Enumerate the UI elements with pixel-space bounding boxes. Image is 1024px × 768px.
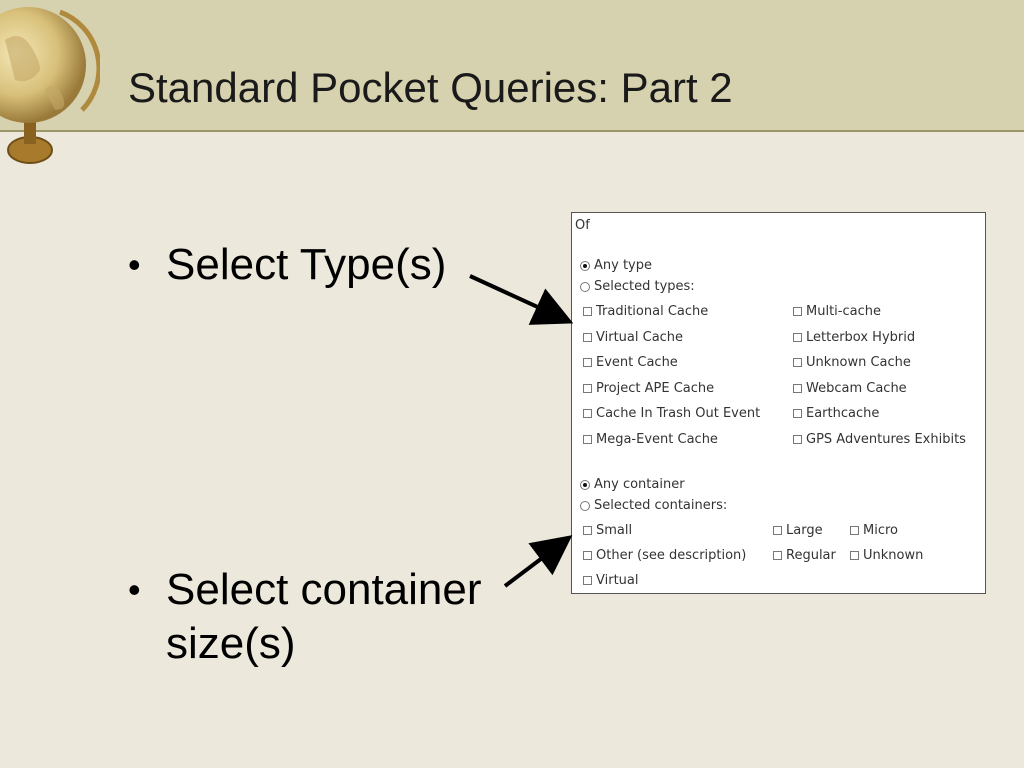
radio-icon[interactable] — [580, 260, 590, 271]
type-label: Webcam Cache — [806, 381, 907, 396]
container-label: Other (see description) — [596, 548, 747, 563]
radio-icon[interactable] — [580, 500, 590, 511]
container-checkbox[interactable]: Regular — [773, 548, 836, 563]
any-container-label: Any container — [594, 477, 685, 492]
container-label: Regular — [786, 548, 836, 563]
checkbox-icon[interactable] — [793, 358, 802, 367]
checkbox-icon[interactable] — [850, 551, 859, 560]
container-label: Small — [596, 523, 633, 538]
bullet-dot: • — [128, 569, 141, 610]
checkbox-icon[interactable] — [583, 358, 592, 367]
type-checkbox[interactable]: Unknown Cache — [793, 355, 911, 370]
bullet-dot: • — [128, 244, 141, 285]
type-label: Earthcache — [806, 406, 880, 421]
checkbox-icon[interactable] — [793, 409, 802, 418]
checkbox-icon[interactable] — [793, 307, 802, 316]
checkbox-icon[interactable] — [850, 526, 859, 535]
checkbox-icon[interactable] — [793, 333, 802, 342]
checkbox-icon[interactable] — [583, 384, 592, 393]
type-label: Traditional Cache — [596, 304, 709, 319]
checkbox-icon[interactable] — [583, 409, 592, 418]
form-header: Of — [575, 218, 590, 233]
container-label: Unknown — [863, 548, 924, 563]
type-checkbox[interactable]: Letterbox Hybrid — [793, 330, 915, 345]
checkbox-icon[interactable] — [583, 551, 592, 560]
arrow-icon — [469, 274, 574, 325]
type-checkbox[interactable]: Multi-cache — [793, 304, 881, 319]
type-label: Letterbox Hybrid — [806, 330, 916, 345]
globe-icon — [0, 7, 100, 164]
checkbox-icon[interactable] — [773, 551, 782, 560]
title-band — [0, 0, 1024, 132]
checkbox-icon[interactable] — [793, 435, 802, 444]
type-checkbox[interactable]: Project APE Cache — [583, 381, 714, 396]
type-checkbox[interactable]: GPS Adventures Exhibits — [793, 432, 966, 447]
type-label: GPS Adventures Exhibits — [806, 432, 966, 447]
container-label: Large — [786, 523, 823, 538]
type-checkbox[interactable]: Virtual Cache — [583, 330, 683, 345]
container-checkbox[interactable]: Unknown — [850, 548, 923, 563]
type-checkbox[interactable]: Earthcache — [793, 406, 879, 421]
slide-title: Standard Pocket Queries: Part 2 — [128, 64, 733, 111]
container-checkbox[interactable]: Virtual — [583, 573, 638, 588]
selected-containers-option[interactable]: Selected containers: — [580, 498, 727, 513]
type-label: Cache In Trash Out Event — [596, 406, 761, 421]
checkbox-icon[interactable] — [583, 333, 592, 342]
checkbox-icon[interactable] — [583, 435, 592, 444]
type-label: Unknown Cache — [806, 355, 911, 370]
any-container-option[interactable]: Any container — [580, 477, 685, 492]
any-type-option[interactable]: Any type — [580, 258, 652, 273]
query-form-screenshot: Of Any type Selected types: Traditional … — [571, 212, 986, 594]
bullet-text: Select container size(s) — [166, 565, 482, 668]
type-label: Project APE Cache — [596, 381, 715, 396]
container-checkbox[interactable]: Micro — [850, 523, 898, 538]
checkbox-icon[interactable] — [773, 526, 782, 535]
radio-icon[interactable] — [580, 479, 590, 490]
type-checkbox[interactable]: Cache In Trash Out Event — [583, 406, 760, 421]
checkbox-icon[interactable] — [583, 576, 592, 585]
container-checkbox[interactable]: Small — [583, 523, 632, 538]
any-type-label: Any type — [594, 258, 652, 273]
checkbox-icon[interactable] — [583, 307, 592, 316]
container-label: Virtual — [596, 573, 639, 588]
type-label: Multi-cache — [806, 304, 881, 319]
bullet-select-types: • Select Type(s) — [128, 238, 447, 292]
type-checkbox[interactable]: Webcam Cache — [793, 381, 907, 396]
type-label: Event Cache — [596, 355, 678, 370]
container-label: Micro — [863, 523, 898, 538]
selected-types-option[interactable]: Selected types: — [580, 279, 695, 294]
radio-icon[interactable] — [580, 281, 590, 292]
checkbox-icon[interactable] — [793, 384, 802, 393]
checkbox-icon[interactable] — [583, 526, 592, 535]
container-checkbox[interactable]: Large — [773, 523, 823, 538]
type-label: Mega-Event Cache — [596, 432, 718, 447]
type-checkbox[interactable]: Traditional Cache — [583, 304, 708, 319]
type-checkbox[interactable]: Event Cache — [583, 355, 678, 370]
container-checkbox[interactable]: Other (see description) — [583, 548, 746, 563]
arrow-icon — [503, 535, 573, 588]
type-checkbox[interactable]: Mega-Event Cache — [583, 432, 718, 447]
bullet-select-container: • Select container size(s) — [128, 563, 506, 671]
selected-containers-label: Selected containers: — [594, 498, 728, 513]
form-header-text: Of — [575, 218, 590, 233]
type-label: Virtual Cache — [596, 330, 684, 345]
selected-types-label: Selected types: — [594, 279, 695, 294]
bullet-text: Select Type(s) — [166, 240, 447, 289]
